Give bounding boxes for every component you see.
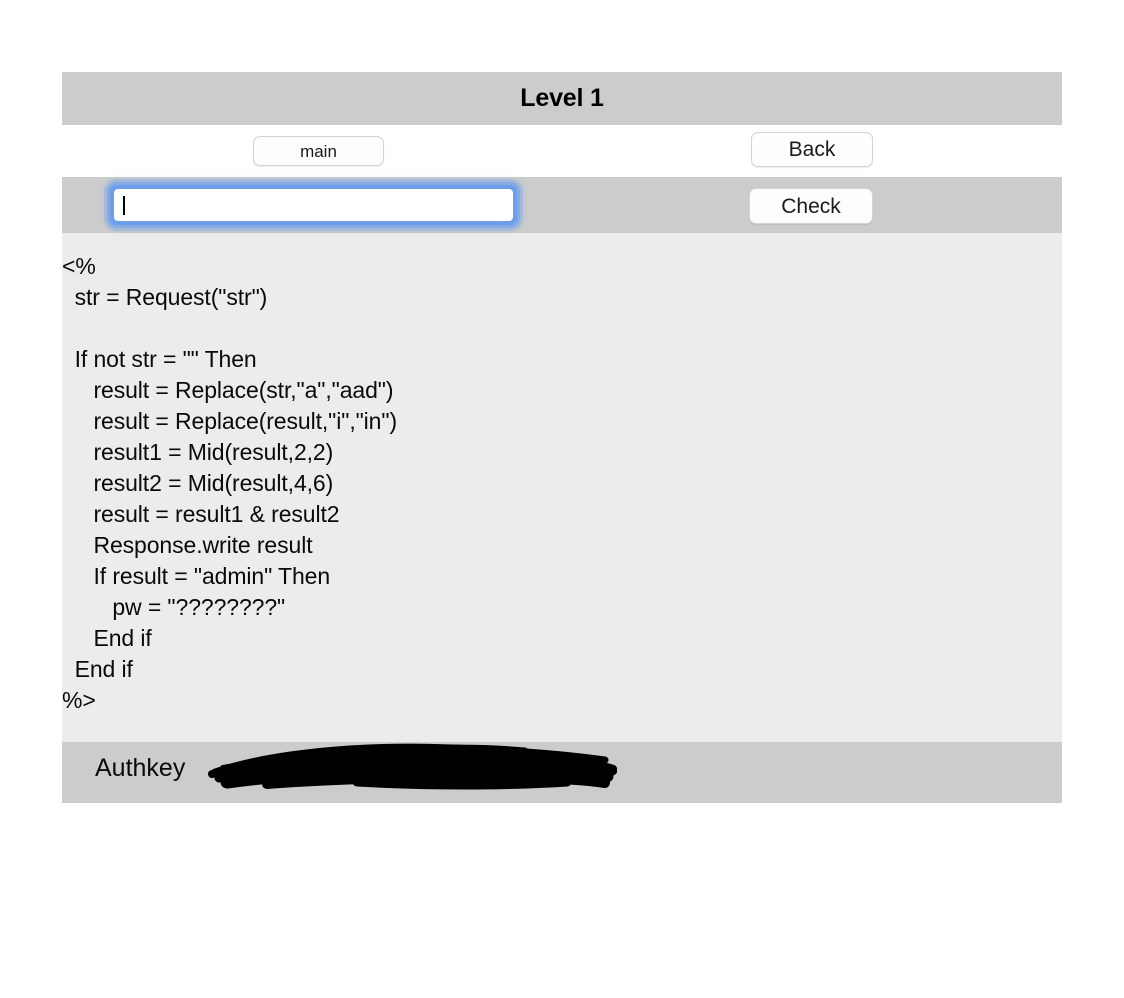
main-button[interactable]: main (253, 136, 384, 166)
check-button[interactable]: Check (749, 188, 873, 224)
nav-row: main Back (62, 125, 1062, 177)
authkey-label: Authkey (95, 754, 186, 782)
header-bar: Level 1 (62, 72, 1062, 125)
input-row: Check (62, 177, 1062, 233)
authkey-bar: Authkey (62, 742, 1062, 803)
page-title: Level 1 (520, 84, 604, 112)
back-button[interactable]: Back (751, 132, 873, 167)
level-page: Level 1 main Back Check <% str = Request… (62, 72, 1062, 803)
answer-input-wrapper[interactable] (110, 185, 517, 225)
text-caret (123, 196, 125, 215)
redaction-scribble-icon (208, 743, 617, 790)
source-code-panel: <% str = Request("str") If not str = "" … (62, 233, 1062, 742)
source-code: <% str = Request("str") If not str = "" … (62, 253, 398, 713)
answer-input[interactable] (114, 189, 513, 221)
